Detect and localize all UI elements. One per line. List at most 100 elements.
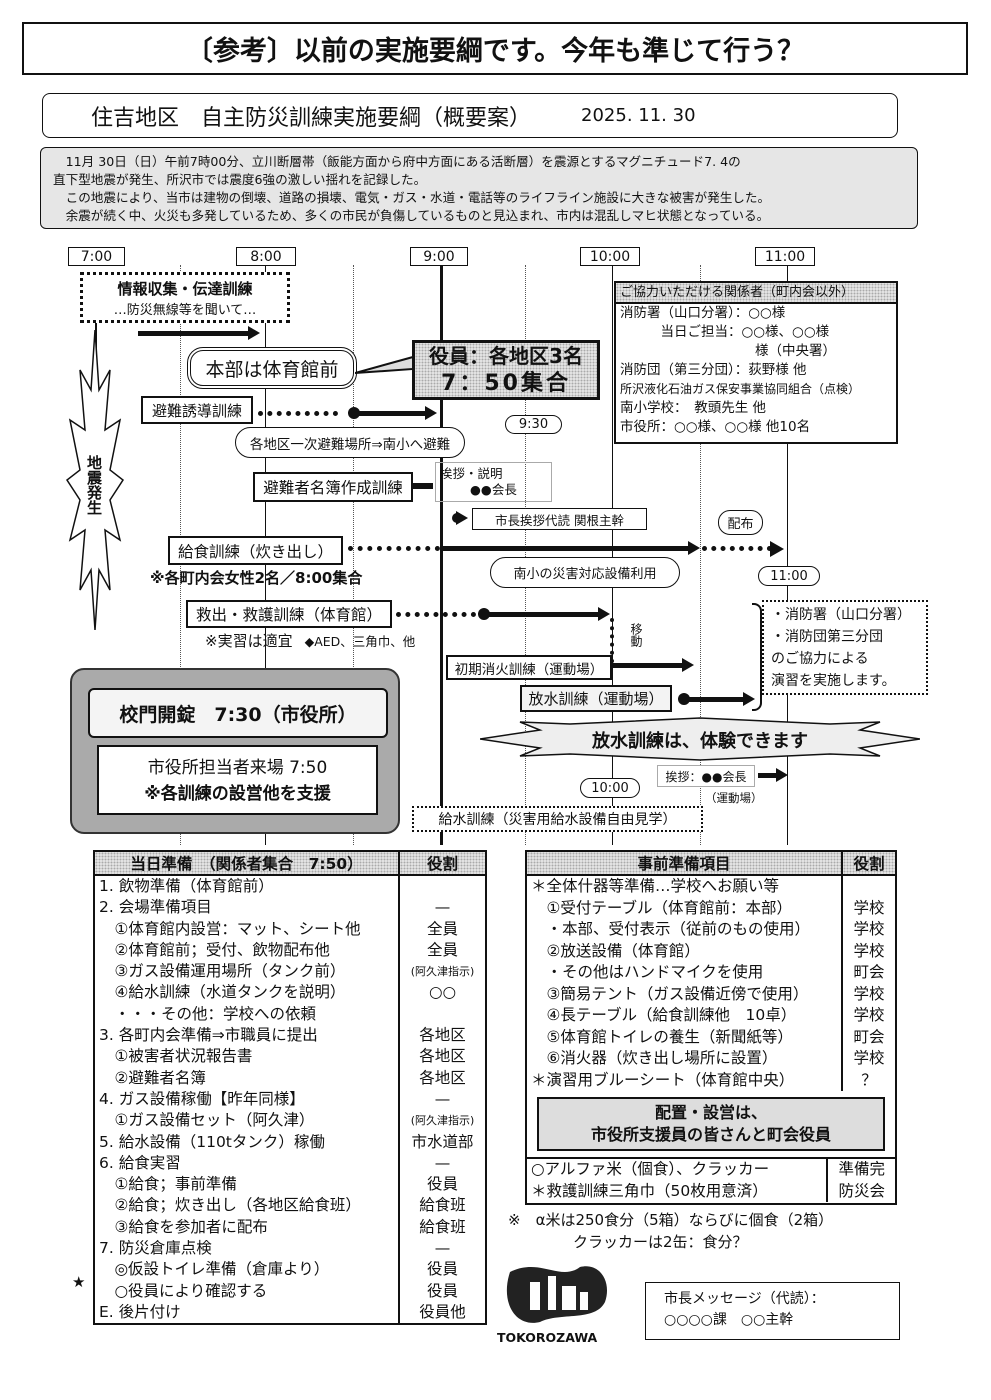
partner-line: 市役所：○○様、○○様 他10名	[620, 419, 811, 435]
item-cell: 7. 防災倉庫点検	[94, 1238, 400, 1260]
role-cell: 各地区	[419, 1047, 466, 1066]
greeting-label: 挨拶・説明	[440, 466, 503, 481]
gate-open-box: 校門開錠 7:30（市役所）	[88, 688, 388, 738]
water-supply-box: 給水訓練（災害用給水設備自由見学）	[412, 806, 703, 832]
item-cell: ①体育館内設営：マット、シート他	[94, 918, 400, 940]
scenario-line: この地震により、当市は建物の倒壊、道路の損壊、電気・ガス・水道・電話等のライフラ…	[53, 190, 771, 205]
banner-burst	[480, 717, 920, 761]
role-cell: 学校	[853, 920, 885, 938]
pre-prep-items: 事前準備項目 役割 ＊全体什器等準備…学校へお願い等 ①受付テーブル（体育館前：…	[527, 852, 895, 1091]
partners-title: ご協力いただける関係者（町内会以外）	[616, 283, 896, 304]
item-cell: ②体育館前；受付、飲物配布他	[94, 939, 400, 962]
dotted-arrow	[396, 612, 476, 617]
time-label: 11:00	[755, 247, 815, 266]
star-mark: ★	[72, 1273, 86, 1291]
role-cell: —	[434, 1239, 451, 1258]
food-training-box: 給食訓練（炊き出し）	[168, 536, 343, 565]
earthquake-label: 地震発生	[85, 455, 103, 515]
table-row: ②体育館前；受付、飲物配布他 全員	[94, 939, 486, 962]
role-cell: 市水道部	[411, 1132, 474, 1151]
table-row: ②放送設備（体育館）学校	[527, 940, 895, 962]
table-row: ①給食；事前準備役員	[94, 1174, 486, 1196]
logo-text: TOKOROZAWA	[497, 1330, 598, 1345]
move-dotted-line	[610, 618, 614, 663]
role-cell: 各地区	[419, 1068, 466, 1087]
table-row: ④長テーブル（給食訓練他 10卓）学校	[527, 1005, 895, 1027]
timeline-line-11	[787, 265, 788, 845]
subtitle-box: 住吉地区 自主防災訓練実施要綱（概要案） 2025. 11. 30	[42, 93, 898, 138]
rescue-training-box: 救出・救護訓練（体育館）	[186, 600, 392, 628]
supplies-note: ※ α米は250食分（5箱）ならびに個食（2箱） クラッカーは2缶：食分？	[508, 1209, 833, 1253]
table-row: ③給食を参加者に配布給食班	[94, 1216, 486, 1239]
day-prep-role-header: 役割	[399, 851, 486, 876]
earthquake-burst-icon	[65, 330, 125, 630]
move-label: 移動	[629, 623, 643, 647]
coop-line: 演習を実施します。	[771, 673, 896, 689]
role-cell: ○○	[428, 983, 457, 1002]
role-cell: —	[434, 1089, 451, 1108]
setup-notice-line: 市役所支援員の皆さんと町会役員	[590, 1125, 831, 1144]
role-cell: 町会	[853, 1027, 885, 1046]
time-pill: 9:30	[505, 415, 562, 434]
table-row: ＊救護訓練三角巾（50枚用意済）防災会	[527, 1180, 895, 1202]
brace	[752, 603, 762, 711]
evac-guide-box: 避難誘導訓練	[141, 396, 253, 424]
role-cell: 学校	[853, 941, 885, 960]
mayor-message-label: 市長メッセージ（代読）：	[664, 1291, 825, 1307]
arrow-head	[770, 541, 784, 557]
role-cell: 全員	[426, 940, 458, 959]
role-cell: 役員	[426, 1260, 458, 1279]
rescue-note-text: ※実習は適宜	[205, 632, 293, 650]
item-cell: ②給食；炊き出し（各地区給食班）	[94, 1195, 400, 1217]
start-dot	[348, 407, 360, 419]
item-cell: ◎仮設トイレ準備（倉庫より）	[94, 1259, 400, 1281]
table-row: ③ガス設備運用場所（タンク前）(阿久津指示)	[94, 961, 486, 983]
item-cell: ④長テーブル（給食訓練他 10卓）	[527, 1005, 843, 1027]
coop-line: ・消防署（山口分署）	[771, 607, 911, 623]
callout-pointer	[355, 355, 414, 374]
arrow	[440, 541, 700, 555]
table-row: ⑤体育館トイレの養生（新聞紙等）町会	[527, 1026, 895, 1048]
mayor-message-box: 市長挨拶代読 関根主幹	[472, 508, 647, 530]
table-row: 5. 給水設備（110tタンク）稼働市水道部	[94, 1131, 486, 1153]
table-row: ○アルファ米（個食）、クラッカー準備完	[527, 1158, 895, 1181]
role-cell	[842, 875, 895, 898]
officers-count: 役員：各地区3名	[429, 344, 583, 368]
arrow	[612, 658, 694, 672]
coop-line: ・消防団第三分団	[771, 629, 883, 645]
table-row: ・その他はハンドマイクを使用町会	[527, 962, 895, 984]
role-cell: 給食班	[419, 1217, 466, 1236]
table-row: ②給食；炊き出し（各地区給食班）給食班	[94, 1195, 486, 1217]
table-row: E. 後片付け役員他	[94, 1301, 486, 1325]
day-prep-header: 当日準備 （関係者集合 7:50）	[94, 851, 400, 876]
mayor-message-reader: ○○○○課 ○○主幹	[664, 1312, 794, 1328]
time-pill: 10:00	[580, 778, 640, 798]
role-cell: 準備完	[838, 1160, 885, 1178]
item-cell: 2. 会場準備項目	[94, 897, 400, 919]
cooperation-box: ・消防署（山口分署） ・消防団第三分団 のご協力による 演習を実施します。	[762, 600, 928, 695]
arrow	[355, 406, 437, 420]
item-cell: E. 後片付け	[94, 1301, 400, 1325]
item-cell: ⑥消火器（炊き出し場所に設置）	[527, 1048, 843, 1070]
info-training-label: 情報収集・伝達訓練	[117, 280, 253, 298]
pre-prep-table: 事前準備項目 役割 ＊全体什器等準備…学校へお願い等 ①受付テーブル（体育館前：…	[525, 850, 897, 1205]
food-note: ※各町内会女性2名／8:00集合	[150, 569, 363, 587]
role-cell	[399, 1004, 486, 1025]
supplies-note-line: クラッカーは2缶：食分？	[573, 1233, 748, 1251]
item-cell: 6. 給食実習	[94, 1152, 400, 1175]
table-row: ＊全体什器等準備…学校へお願い等	[527, 875, 895, 898]
city-staff-box: 市役所担当者来場 7:50 ※各訓練の設営他を支援	[97, 745, 378, 815]
role-cell: (阿久津指示)	[410, 1114, 475, 1128]
table-row: ○役員により確認する役員	[94, 1280, 486, 1302]
officers-callout: 役員：各地区3名 7：50集合	[412, 340, 600, 400]
pre-prep-supplies: ○アルファ米（個食）、クラッカー準備完＊救護訓練三角巾（50枚用意済）防災会	[527, 1157, 895, 1202]
partners-box: ご協力いただける関係者（町内会以外） 消防署（山口分署）：○○様 当日ご担当：○…	[614, 281, 898, 444]
table-row: 3. 各町内会準備⇒市職員に提出各地区	[94, 1025, 486, 1047]
item-cell: ③簡易テント（ガス設備近傍で使用）	[527, 983, 843, 1005]
role-cell: —	[434, 1153, 451, 1172]
item-cell: ＊救護訓練三角巾（50枚用意済）	[527, 1180, 829, 1202]
item-cell: ＊演習用ブルーシート（体育館中央）	[527, 1069, 843, 1091]
evac-list-box: 避難者名簿作成訓練	[253, 472, 413, 502]
water-spray-banner: 放水訓練は、体験できます	[592, 731, 808, 752]
scenario-line: 余震が続く中、火災も多発しているため、多くの市民が負傷しているものと見込まれ、市…	[53, 208, 770, 223]
